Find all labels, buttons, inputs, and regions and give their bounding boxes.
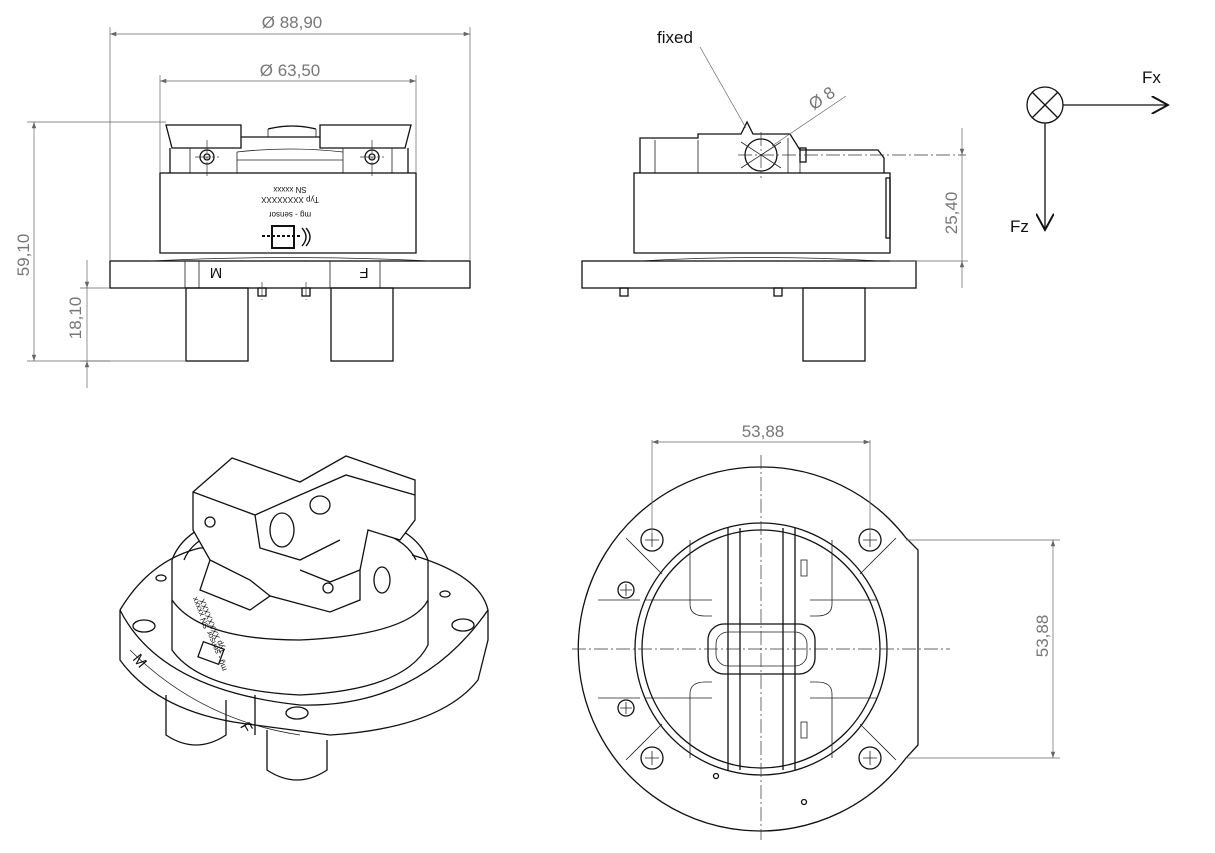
top-view: 53,88 53,88	[572, 422, 1060, 840]
brand-logo	[262, 225, 311, 249]
front-view: mg - sensor Typ XXXXXXXX SN xxxxx M F Ø …	[14, 13, 471, 388]
dim-inner-diameter: Ø 63,50	[260, 61, 321, 80]
label-fixed: fixed	[657, 28, 693, 47]
mark-m: M	[210, 264, 223, 281]
iso-mark-m: M	[129, 651, 150, 672]
dim-body-height: 25,40	[942, 192, 961, 235]
mark-f: F	[359, 264, 368, 281]
brand-text: mg - sensor	[269, 210, 312, 219]
side-view: fixed Ø 8 25,40	[581, 28, 968, 362]
type-text: Typ XXXXXXXX	[260, 195, 318, 204]
dim-bolt-spacing-x: 53,88	[742, 422, 785, 441]
dim-outer-diameter: Ø 88,90	[262, 13, 323, 32]
dim-hole-diameter: Ø 8	[805, 83, 838, 114]
label-fx: Fx	[1142, 68, 1161, 87]
dim-total-height: 59,10	[14, 234, 33, 277]
dim-bolt-spacing-y: 53,88	[1033, 615, 1052, 658]
dim-pin-height: 18,10	[66, 297, 85, 340]
iso-mark-f: F	[236, 720, 255, 736]
label-fz: Fz	[1010, 217, 1029, 236]
force-axes: Fx Fz	[1010, 68, 1168, 236]
bolt-holes	[617, 528, 882, 806]
serial-text: SN xxxxx	[273, 185, 306, 194]
isometric-view: M F Typ XXXXXXXX SN xxxxx mg - sensor	[119, 455, 489, 781]
